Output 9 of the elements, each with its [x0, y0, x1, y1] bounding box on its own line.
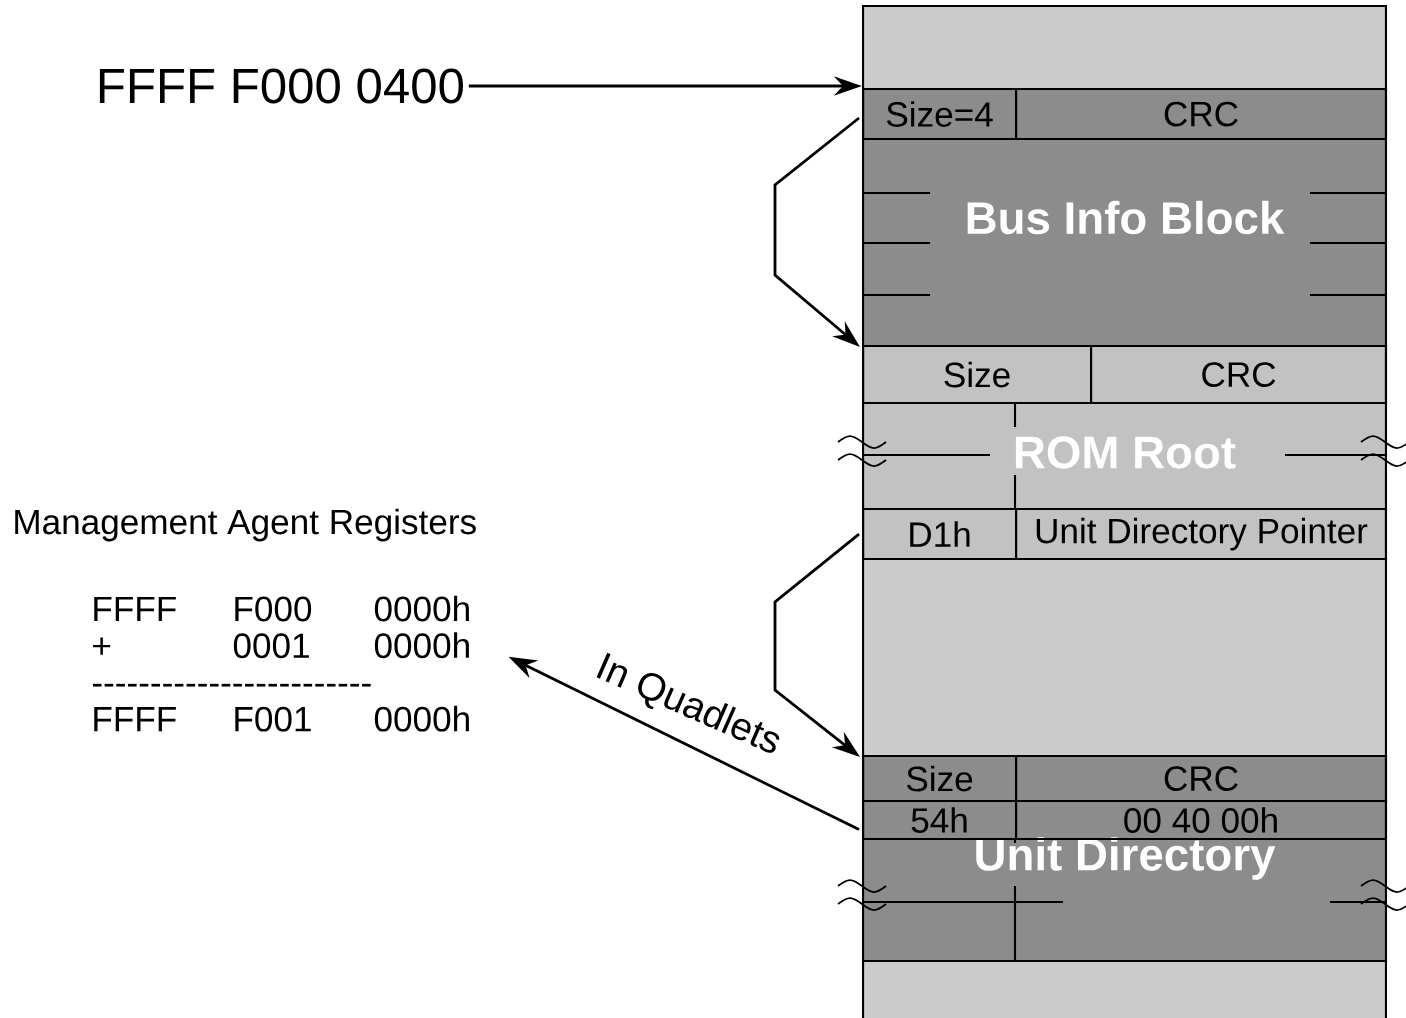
field-cell: 54h: [862, 800, 1018, 841]
memory-region: [862, 5, 1388, 91]
field-cell: CRC: [1090, 345, 1388, 405]
address-label: FFFF F000 0400: [99, 68, 463, 104]
memory-region: [862, 960, 1388, 1018]
field-cell: Size: [862, 345, 1093, 405]
address-calculation: FFFF F000 0000h + 0001 0000h ------------------------ FFFF F001 0000h: [92, 595, 469, 732]
heading: Management Agent Registers: [15, 508, 476, 542]
memory-region: [862, 558, 1388, 758]
